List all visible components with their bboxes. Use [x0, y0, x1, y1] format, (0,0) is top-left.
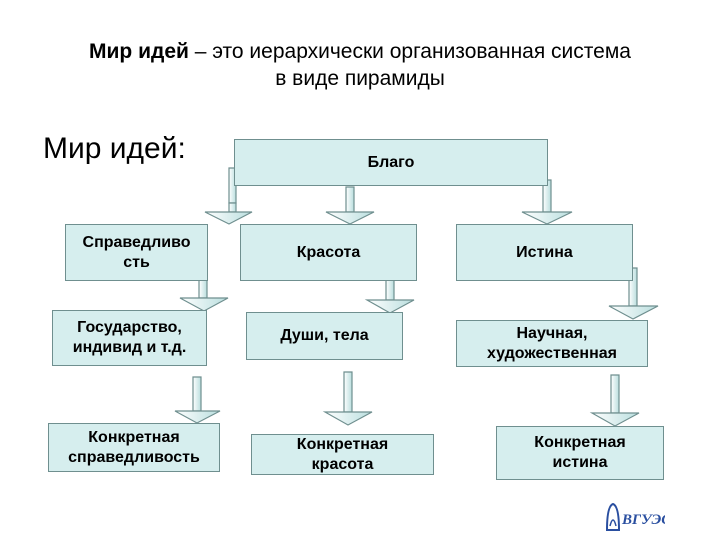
arrow-root-to-krasota — [325, 186, 375, 225]
slide-title: Мир идей – это иерархически организованн… — [0, 38, 720, 92]
arrow-root-to-istina — [521, 179, 573, 225]
subheading: Мир идей: — [43, 132, 186, 165]
node-nauchnaya: Научная, художественная — [456, 320, 648, 367]
node-konkr-spravedlivost: Конкретная справедливость — [48, 423, 220, 472]
node-dushi: Души, тела — [246, 312, 403, 360]
logo-text: ВГУЭС — [621, 512, 665, 528]
node-konkr-spravedlivost-label: Конкретная справедливость — [68, 428, 200, 466]
node-istina: Истина — [456, 224, 633, 281]
title-line2: в виде пирамиды — [275, 67, 445, 90]
arrow-nauchnaya-to-konkr-istina — [589, 374, 640, 427]
title-rest: – это иерархически организованная систем… — [188, 40, 631, 63]
node-spravedlivost-label: Справедливо сть — [82, 233, 191, 271]
university-logo: ВГУЭС — [603, 500, 672, 534]
node-konkr-istina: Конкретная истина — [496, 426, 664, 480]
node-root-blago: Благо — [234, 139, 548, 186]
node-konkr-krasota-label: Конкретная красота — [296, 435, 389, 473]
node-krasota-label: Красота — [296, 243, 361, 261]
node-spravedlivost: Справедливо сть — [65, 224, 208, 281]
node-istina-label: Истина — [516, 243, 573, 261]
arrow-gosudarstvo-to-konkr-sprav — [174, 376, 221, 424]
node-konkr-istina-label: Конкретная истина — [534, 434, 626, 471]
node-konkr-krasota: Конкретная красота — [251, 434, 434, 475]
node-root-label: Благо — [367, 153, 415, 171]
title-bold: Мир идей — [89, 40, 189, 63]
node-gosudarstvo: Государство, индивид и т.д. — [52, 310, 207, 366]
node-nauchnaya-label: Научная, художественная — [487, 324, 617, 362]
arrow-dushi-to-konkr-krasota — [322, 371, 373, 426]
node-krasota: Красота — [240, 224, 417, 281]
node-gosudarstvo-label: Государство, индивид и т.д. — [72, 319, 187, 356]
node-dushi-label: Души, тела — [280, 327, 369, 344]
